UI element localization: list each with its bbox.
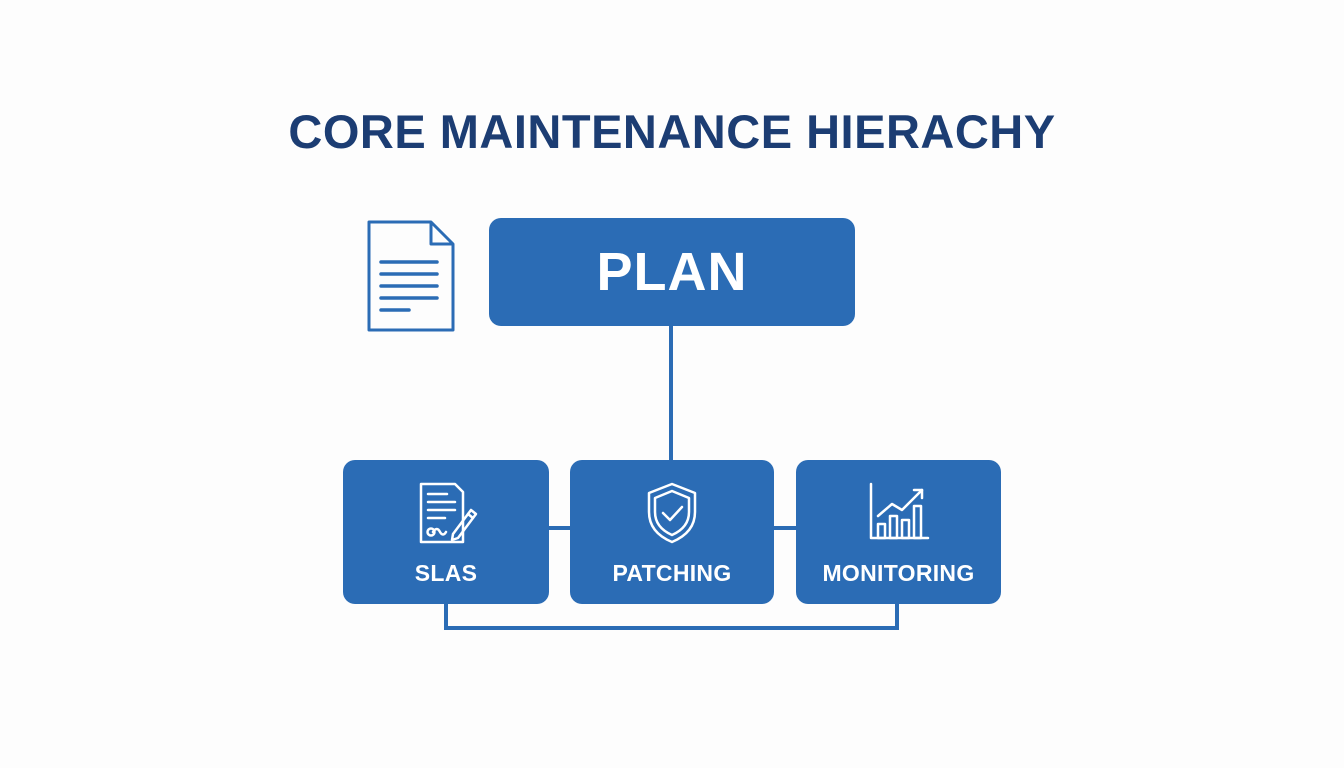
- signed-document-icon: [419, 482, 478, 544]
- node-patching: PATCHING: [570, 460, 774, 604]
- document-icon: [367, 220, 455, 332]
- shield-check-icon: [647, 482, 697, 544]
- node-monitoring: MONITORING: [796, 460, 1001, 604]
- node-plan: PLAN: [489, 218, 855, 326]
- node-monitoring-label: MONITORING: [822, 560, 975, 586]
- node-patching-label: PATCHING: [612, 560, 732, 586]
- bar-chart-trend-icon: [869, 482, 929, 540]
- node-plan-label: PLAN: [596, 242, 748, 302]
- node-slas: SLAS: [343, 460, 549, 604]
- diagram-title: CORE MAINTENANCE HIERACHY: [288, 105, 1056, 158]
- connector-bottom-bracket: [444, 604, 899, 630]
- node-slas-label: SLAS: [414, 560, 478, 586]
